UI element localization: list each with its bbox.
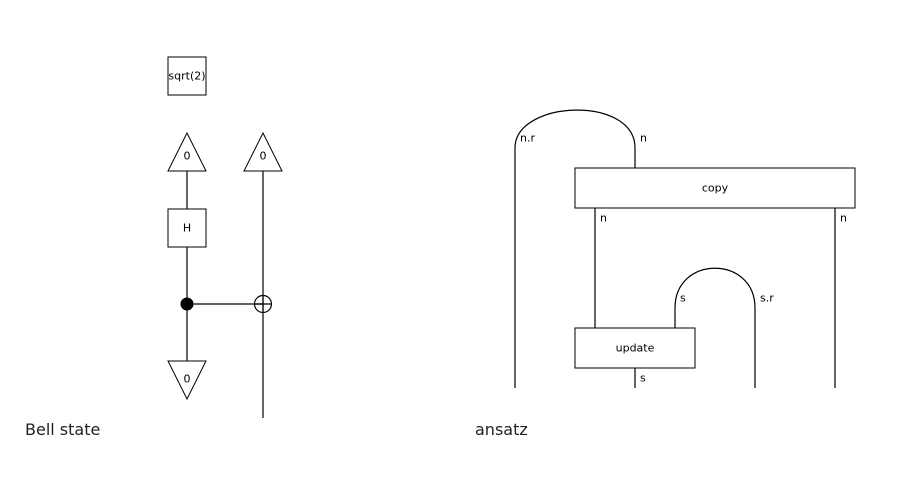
input-state-1: 0 — [167, 131, 207, 172]
wire-label-inner-cup-left: s — [680, 292, 686, 305]
wire-label-copy-out-right: n — [840, 212, 847, 225]
copy-box: copy — [574, 167, 856, 209]
output-effect-triangle — [167, 360, 207, 401]
output-effect: 0 — [167, 360, 207, 401]
input-state-1-label: 0 — [184, 150, 191, 163]
bell-state-caption: Bell state — [25, 420, 100, 439]
input-state-2-label: 0 — [260, 150, 267, 163]
cnot-gate — [180, 294, 273, 314]
wire-label-update-out: s — [640, 372, 646, 385]
copy-box-label: copy — [702, 182, 729, 195]
wire-label-cup-right: n — [640, 132, 647, 145]
scalar-box-label: sqrt(2) — [168, 70, 205, 83]
inner-cup-wire — [674, 267, 756, 388]
hadamard-gate: H — [167, 208, 207, 248]
cnot-control-dot — [180, 297, 194, 311]
ansatz-caption: ansatz — [475, 420, 528, 439]
hadamard-gate-frame — [167, 208, 207, 248]
scalar-box: sqrt(2) — [167, 56, 207, 96]
wire-label-inner-cup-right: s.r — [760, 292, 774, 305]
scalar-box-frame — [167, 56, 207, 96]
input-state-2-triangle — [243, 131, 283, 172]
update-box: update — [574, 327, 696, 369]
copy-box-frame — [574, 167, 856, 209]
hadamard-gate-label: H — [183, 222, 191, 235]
ansatz-diagram: copy update n.r n n n s s.r s ansatz — [475, 109, 856, 439]
update-box-label: update — [616, 342, 655, 355]
wire-label-copy-out-left: n — [600, 212, 607, 225]
outer-cup-wire — [514, 109, 636, 388]
output-effect-label: 0 — [184, 373, 191, 386]
input-state-2: 0 — [243, 131, 283, 172]
bell-state-diagram: sqrt(2) 0 0 H — [25, 56, 283, 439]
input-state-1-triangle — [167, 131, 207, 172]
wire-label-cup-left: n.r — [520, 132, 535, 145]
update-box-frame — [574, 327, 696, 369]
